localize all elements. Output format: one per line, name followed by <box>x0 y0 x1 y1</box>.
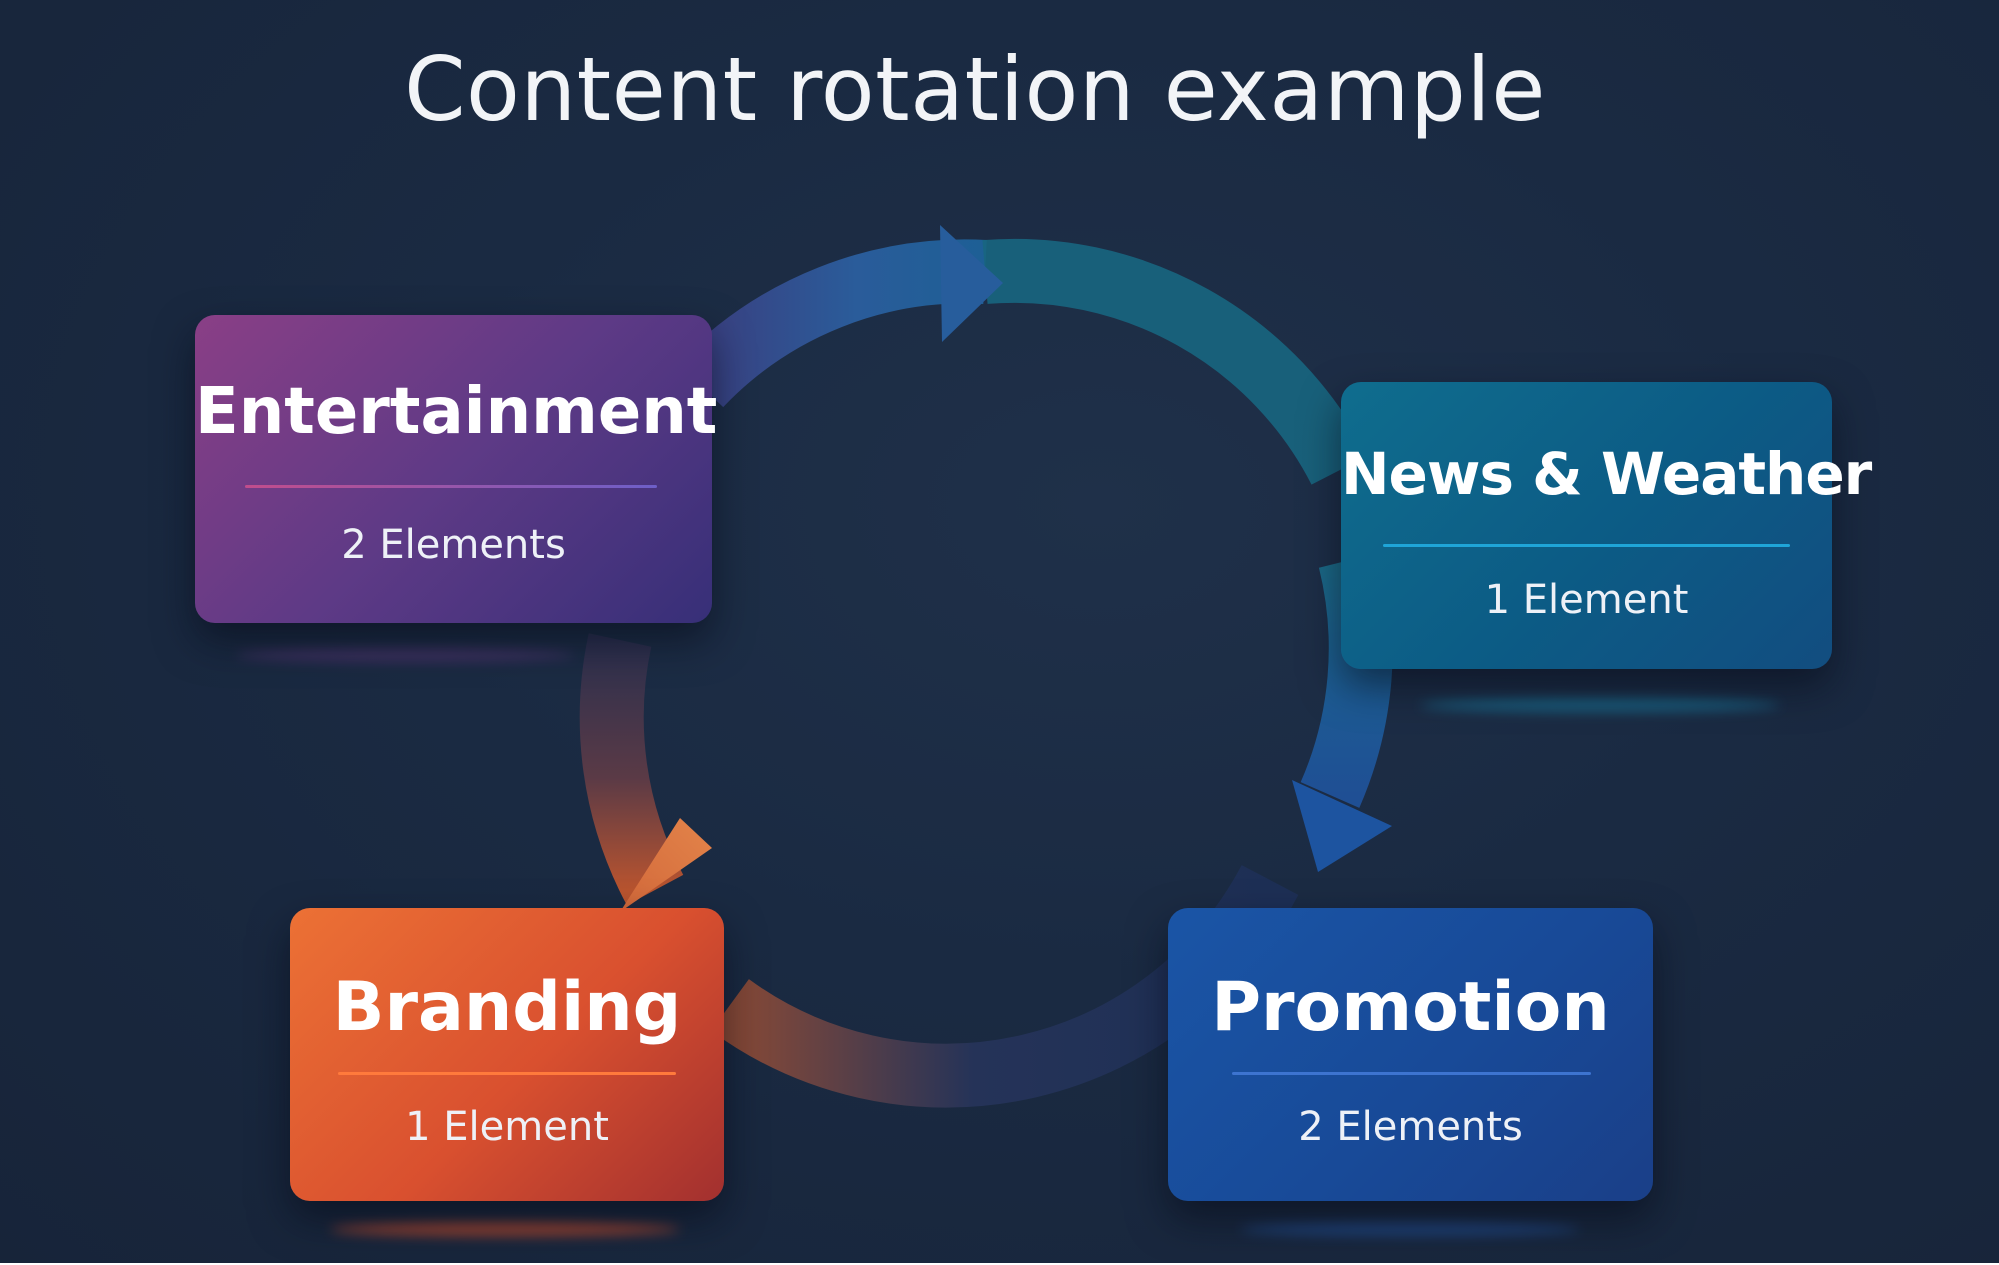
ring-segment-left <box>579 633 684 906</box>
card-news-weather: News & Weather 1 Element <box>1341 382 1872 669</box>
card-title: Entertainment <box>195 375 718 449</box>
card-entertainment: Entertainment 2 Elements <box>195 315 718 623</box>
card-divider <box>1232 1072 1591 1075</box>
arrow-top-icon <box>940 225 1003 342</box>
card-divider <box>245 485 657 488</box>
card-divider <box>338 1072 676 1075</box>
card-glow-news-weather <box>1420 698 1780 712</box>
card-count: 1 Element <box>1484 577 1689 623</box>
card-glow-promotion <box>1240 1222 1580 1236</box>
card-glow-entertainment <box>235 648 575 662</box>
card-title: Branding <box>332 968 682 1047</box>
arrow-left-icon <box>620 818 712 912</box>
card-count: 1 Element <box>405 1104 609 1150</box>
ring-segment-top-right <box>982 238 1369 485</box>
arrow-right-icon <box>1292 780 1392 872</box>
page-title: Content rotation example <box>404 38 1546 141</box>
card-glow-branding <box>330 1222 680 1236</box>
card-title: Promotion <box>1211 968 1610 1047</box>
card-count: 2 Elements <box>1298 1104 1523 1150</box>
card-promotion: Promotion 2 Elements <box>1168 908 1653 1201</box>
card-divider <box>1383 544 1790 547</box>
card-branding: Branding 1 Element <box>290 908 724 1201</box>
card-title: News & Weather <box>1341 440 1872 508</box>
card-count: 2 Elements <box>341 522 566 568</box>
